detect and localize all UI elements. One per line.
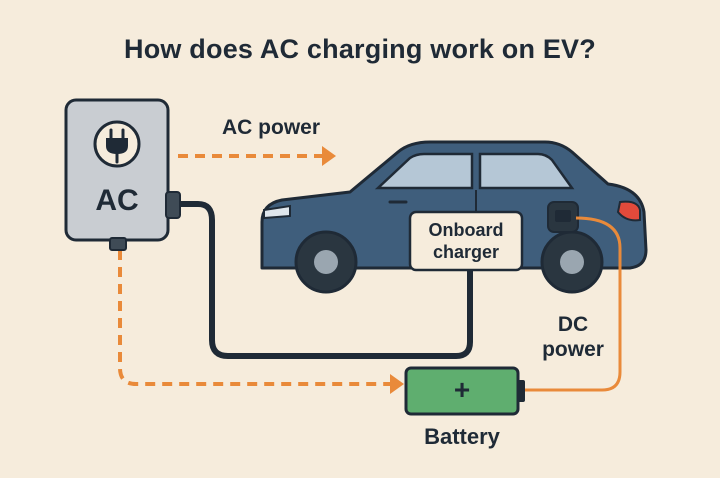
charging-cable bbox=[175, 201, 473, 359]
charger-ac-label: AC bbox=[95, 184, 139, 217]
dc-power-line bbox=[522, 216, 622, 392]
ac-power-arrow bbox=[178, 146, 336, 166]
battery-label: Battery bbox=[424, 424, 500, 449]
rear-wheel bbox=[540, 230, 604, 294]
ac-charger bbox=[64, 98, 181, 251]
dc-power-line1: DC bbox=[557, 313, 589, 336]
onboard-charger-label: Onboard charger bbox=[410, 219, 522, 263]
onboard-charger-line1: Onboard bbox=[428, 220, 504, 240]
onboard-charger-line2: charger bbox=[432, 242, 500, 262]
ac-to-battery-arrow bbox=[118, 250, 404, 394]
car-window-front bbox=[374, 152, 474, 190]
car-window-rear bbox=[478, 152, 575, 190]
dc-power-label: DC power bbox=[528, 312, 618, 362]
car-headlight bbox=[263, 204, 291, 220]
battery bbox=[404, 366, 525, 416]
car-tail-light bbox=[616, 200, 641, 222]
plug-icon bbox=[93, 120, 141, 168]
ac-power-label: AC power bbox=[222, 116, 321, 139]
onboard-charger-box bbox=[408, 210, 524, 272]
front-wheel bbox=[294, 230, 358, 294]
dc-power-line2: power bbox=[542, 338, 604, 361]
page-title: How does AC charging work on EV? bbox=[124, 34, 596, 64]
battery-plus-symbol: + bbox=[453, 374, 471, 405]
car bbox=[260, 140, 648, 294]
